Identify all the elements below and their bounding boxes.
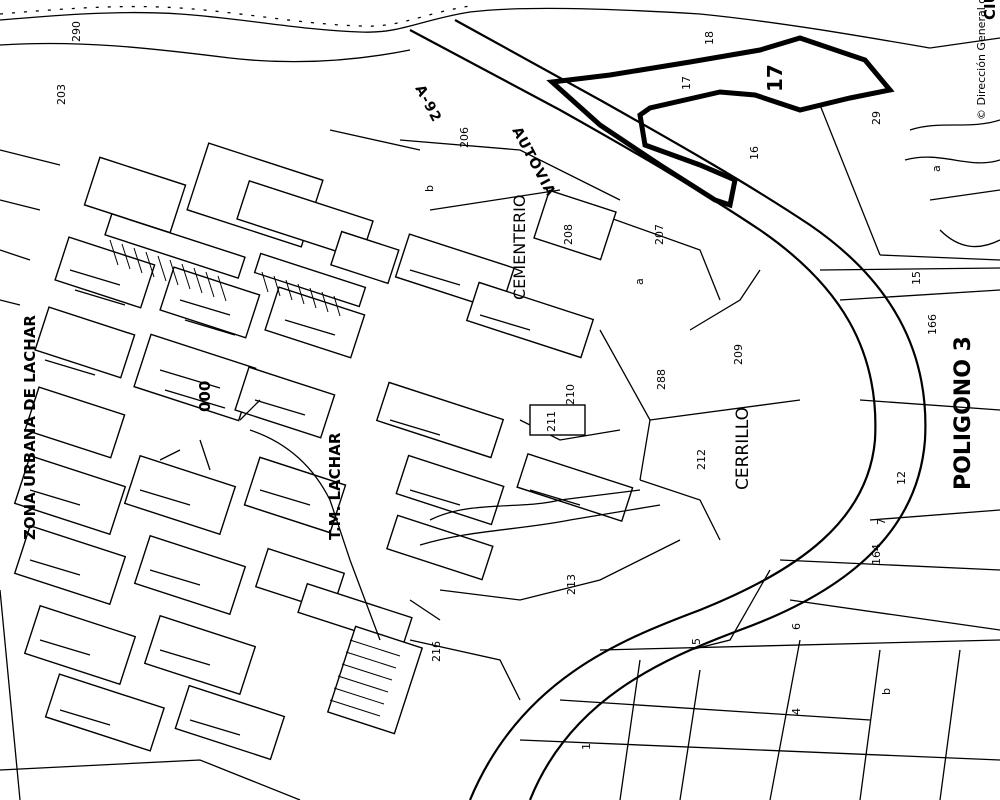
copyright-notice: © Dirección General del Catastro <box>975 0 988 120</box>
parcel-number: 17 <box>680 76 693 90</box>
parcel-number: a <box>633 278 646 285</box>
highlighted-parcel-outline <box>546 35 895 209</box>
parcel-number: 212 <box>695 449 708 470</box>
parcel-number: 203 <box>55 84 68 105</box>
parcel-numbers: 290 203 206 208 207 209 288 210 211 212 … <box>55 21 943 750</box>
town-blocks <box>13 142 634 761</box>
parcel-number: 207 <box>653 224 666 245</box>
parcel-number: 1 <box>580 743 593 750</box>
parcel-number: b <box>423 185 436 192</box>
cemetery-label: CEMENTERIO <box>510 195 529 300</box>
top-fragment: CIU <box>981 0 999 20</box>
parcel-number: 4 <box>790 708 803 715</box>
rowhouse-strips <box>104 213 424 735</box>
highway-a92 <box>409 19 927 800</box>
municipality-label: T.M. LACHAR <box>326 432 344 540</box>
parcel-number: 290 <box>70 21 83 42</box>
parcel-number: 164 <box>870 544 883 565</box>
plot-subdivisions <box>0 149 661 800</box>
parcel-number: a <box>930 165 943 172</box>
zone-label: ZONA URBANA DE LACHAR <box>21 315 39 540</box>
edge-parcels <box>329 129 801 701</box>
parcel-number: 206 <box>458 127 471 148</box>
parcel-number: 213 <box>565 574 578 595</box>
municipal-boundary <box>0 5 1000 63</box>
parcel-number: 5 <box>690 638 703 645</box>
parcel-number: 210 <box>564 384 577 405</box>
parcel-number: 216 <box>430 641 443 662</box>
parcel-number: 16 <box>748 146 761 160</box>
rural-parcels <box>519 104 1000 800</box>
parcel-number: 209 <box>732 344 745 365</box>
road-code-label: A-92 <box>411 82 444 125</box>
hill-label: CERRILLO <box>733 407 753 490</box>
highlighted-parcel-label: 17 <box>763 64 787 92</box>
parcel-number: 208 <box>562 224 575 245</box>
parcel-number: 7 <box>875 518 888 525</box>
polygon-label: POLIGONO 3 <box>951 336 976 490</box>
urban-code-label: 000 <box>196 381 214 412</box>
parcel-number: 12 <box>895 471 908 485</box>
parcel-number: 29 <box>870 111 883 125</box>
parcel-number: 166 <box>926 314 939 335</box>
parcel-number: 211 <box>545 411 558 432</box>
road-name-label: AUTOVIA <box>508 124 558 199</box>
parcel-number: 288 <box>655 369 668 390</box>
parcel-number: 6 <box>790 623 803 630</box>
parcel-number: 18 <box>703 31 716 45</box>
parcel-number: 15 <box>910 271 923 285</box>
parcel-number: b <box>880 688 893 695</box>
